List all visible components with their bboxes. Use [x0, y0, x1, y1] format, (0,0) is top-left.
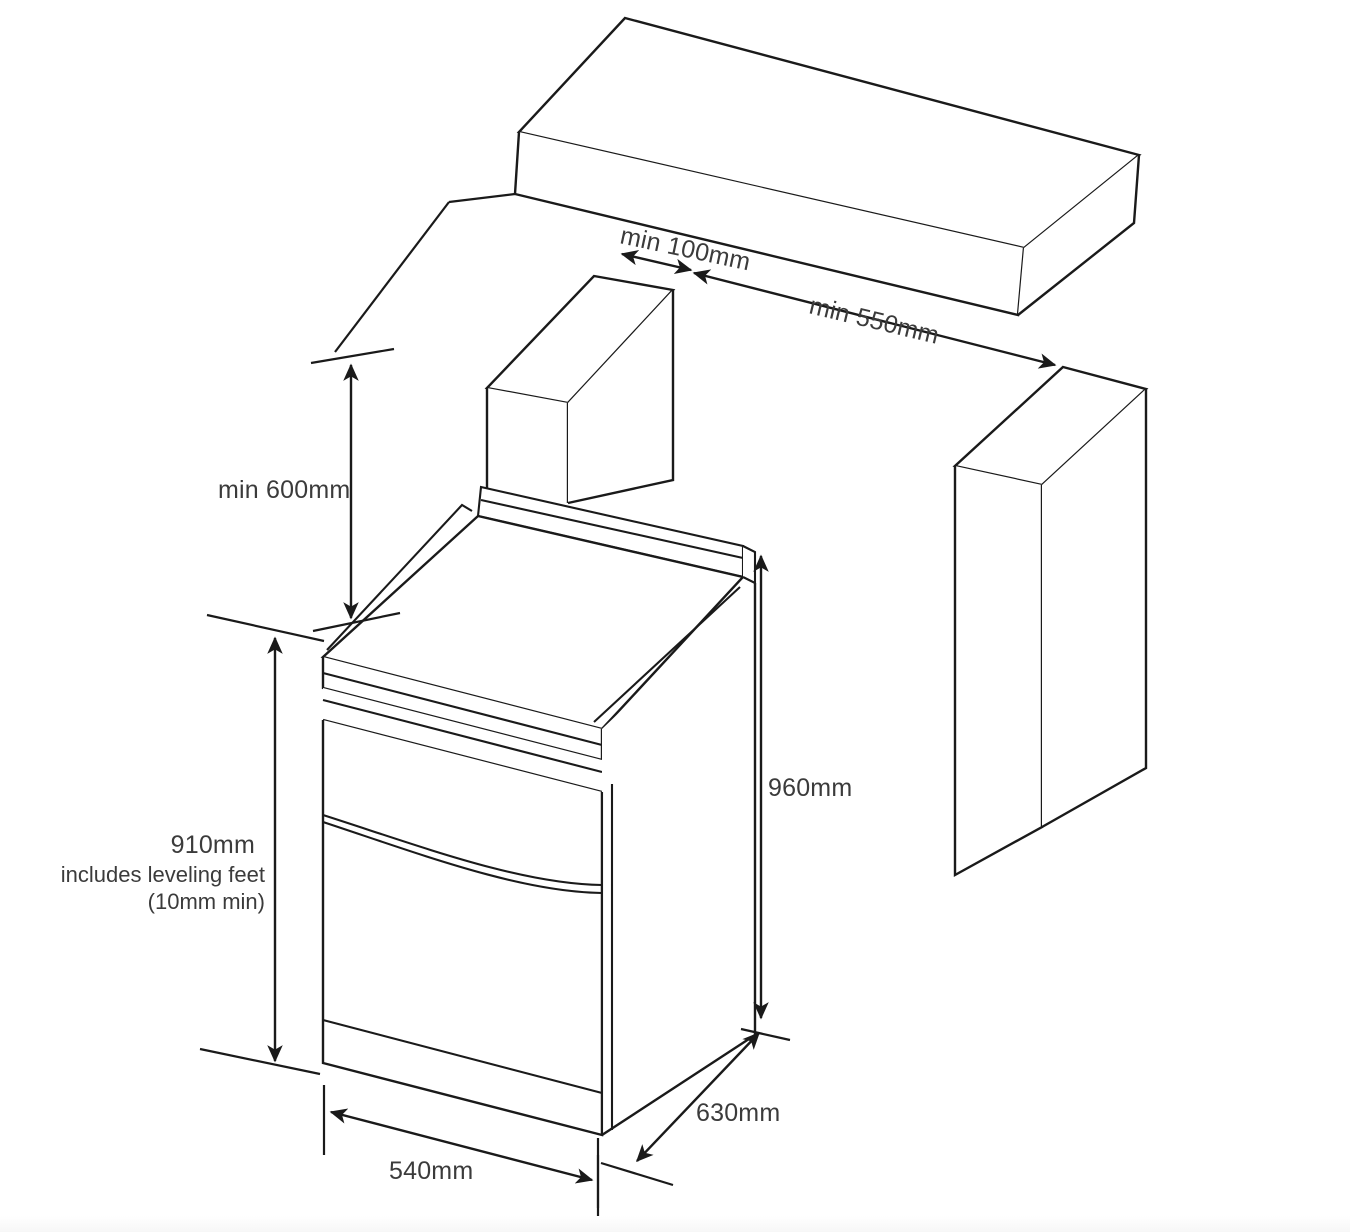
- ext-line-overhead-cabinet: [448, 192, 516, 204]
- side-cabinet: [952, 365, 1149, 878]
- ext-tick-600-bottom: [312, 611, 401, 633]
- backguard-control-panel: [484, 274, 676, 505]
- dimension-960mm: 960mm: [740, 554, 852, 1042]
- oven-door: [321, 720, 604, 1137]
- cooktop-right-edge: [742, 545, 757, 585]
- dimension-label-910mm: 910mm: [171, 831, 255, 859]
- ext-line-600-top: [334, 201, 450, 353]
- overhead-cabinet: [513, 16, 1142, 317]
- dimension-630mm: 630mm: [600, 1031, 780, 1187]
- dimension-label-min-600mm: min 600mm: [218, 476, 350, 504]
- dimension-label-630mm: 630mm: [696, 1099, 780, 1127]
- ext-tick-600-top: [310, 347, 395, 365]
- dimension-540mm: 540mm: [322, 1085, 600, 1208]
- dimension-label-540mm: 540mm: [389, 1157, 473, 1185]
- ext-tick-910-bottom: [199, 1047, 321, 1076]
- freestanding-range: [320, 274, 757, 1137]
- ext-tick-630-low: [600, 1161, 674, 1187]
- dimension-910mm: 910mm includes leveling feet (10mm min): [61, 613, 325, 1076]
- ext-tick-910-top: [206, 613, 325, 643]
- dimension-label-min-550mm: min 550mm: [807, 292, 942, 350]
- dimension-min-600mm: min 600mm: [218, 347, 401, 633]
- dimension-note-910mm-line2: (10mm min): [148, 889, 265, 914]
- dimension-note-910mm-line1: includes leveling feet: [61, 862, 265, 887]
- ext-tick-960-bottom: [740, 1027, 791, 1042]
- dimension-label-960mm: 960mm: [768, 774, 852, 802]
